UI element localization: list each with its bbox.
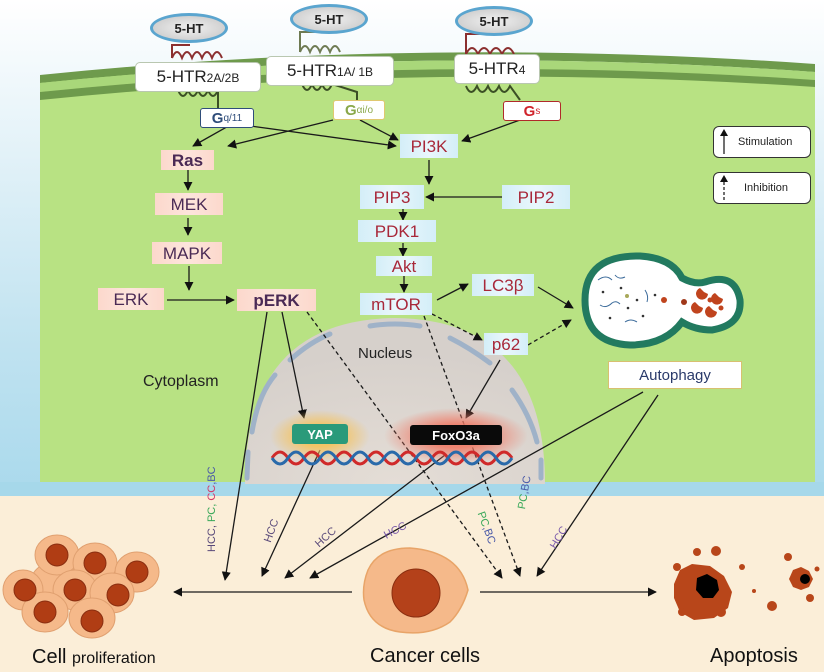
legend-stimulation-label: Stimulation <box>738 136 793 148</box>
label-cell: Cell <box>32 646 73 668</box>
tf-foxo3a: FoxO3a <box>410 425 502 445</box>
arrow-p62-foxo3a <box>465 359 501 419</box>
receptor-name: 5-HTR <box>468 59 519 78</box>
arrow-yap-proliferation <box>261 449 321 577</box>
tf-yap: YAP <box>292 424 348 444</box>
dashed-mtor-p62 <box>431 313 483 341</box>
dna-helix-icon <box>270 450 514 466</box>
node-mapk: MAPK <box>152 242 222 264</box>
label-pc: PC, <box>206 500 218 523</box>
node-mtor: mTOR <box>360 293 432 315</box>
g-protein-letter: G <box>211 109 224 127</box>
arrows <box>167 119 659 597</box>
arrow-gi-pi3k <box>359 119 399 141</box>
label-hcc: HCC, <box>206 522 218 552</box>
arrow-gq-pi3k <box>235 123 397 150</box>
node-pi3k: PI3K <box>400 134 458 158</box>
autophagy-box: Autophagy <box>608 361 742 389</box>
ligand-5ht-1: 5-HT <box>150 13 228 43</box>
node-akt: Akt <box>376 256 432 276</box>
solid-arrow-icon <box>720 129 728 154</box>
autophagosome-icon <box>581 252 744 349</box>
arrow-mtor-lc3b <box>436 283 469 301</box>
arrow-gi-ras <box>227 119 334 149</box>
g-protein-letter: G <box>523 102 536 120</box>
node-mek: MEK <box>155 193 223 215</box>
label-cc: CC <box>206 484 218 501</box>
membrane-band <box>0 482 824 496</box>
arrow-lc3b-autophagy <box>537 286 574 309</box>
receptor-name: 5-HTR <box>286 61 338 80</box>
legend-inhibition: Inhibition <box>713 172 811 204</box>
arrow-autophagy-apoptosis <box>536 394 659 577</box>
arrow-perk-yap <box>281 311 307 419</box>
g-protein-letter: G <box>344 101 357 119</box>
cytoplasm-label: Cytoplasm <box>143 373 219 390</box>
label-proliferation-cancers: HCC, PC, CC,BC <box>206 466 218 552</box>
arrow-autophagy-proliferation <box>309 391 644 579</box>
node-pip3: PIP3 <box>360 185 424 209</box>
ligand-5ht-3: 5-HT <box>455 6 533 36</box>
legend-inhibition-label: Inhibition <box>744 182 789 194</box>
arrow-foxo3a-proliferation <box>284 454 446 579</box>
receptor-loops <box>171 31 521 113</box>
node-perk: pERK <box>237 289 316 311</box>
node-pdk1: PDK1 <box>358 220 436 242</box>
g-protein-subtype: αi/o <box>356 104 373 116</box>
node-p62: p62 <box>484 333 528 355</box>
label-apoptosis: Apoptosis <box>710 645 798 667</box>
dashed-arrow-icon <box>720 175 728 200</box>
legend-stimulation: Stimulation <box>713 126 811 158</box>
label-proliferation: proliferation <box>72 650 156 667</box>
node-pip2: PIP2 <box>502 185 570 209</box>
ligand-5ht-2: 5-HT <box>290 4 368 34</box>
receptor-subtype: 4 <box>518 63 526 77</box>
node-ras: Ras <box>161 150 214 170</box>
g-protein-subtype: s <box>535 105 541 117</box>
node-erk: ERK <box>98 288 164 310</box>
dashed-p62-autophagy <box>527 319 572 346</box>
label-bc: ,BC <box>206 466 218 485</box>
cancer-cell-icon <box>362 547 469 634</box>
receptor-subtype: 2A/2B <box>206 71 240 85</box>
proliferating-cells-icon <box>2 534 160 639</box>
receptor-subtype: 1A/ 1B <box>337 65 374 79</box>
g-protein-subtype: q/11 <box>223 112 243 124</box>
apoptotic-cells-icon <box>673 546 820 620</box>
label-cell-proliferation: Cell proliferation <box>32 646 156 669</box>
arrow-gs-pi3k <box>461 119 521 143</box>
receptor-name: 5-HTR <box>156 67 207 86</box>
arrow-perk-proliferation <box>221 311 268 581</box>
label-cancer-cells: Cancer cells <box>370 645 481 667</box>
nucleus-label: Nucleus <box>358 345 413 362</box>
node-lc3b: LC3β <box>472 274 534 296</box>
